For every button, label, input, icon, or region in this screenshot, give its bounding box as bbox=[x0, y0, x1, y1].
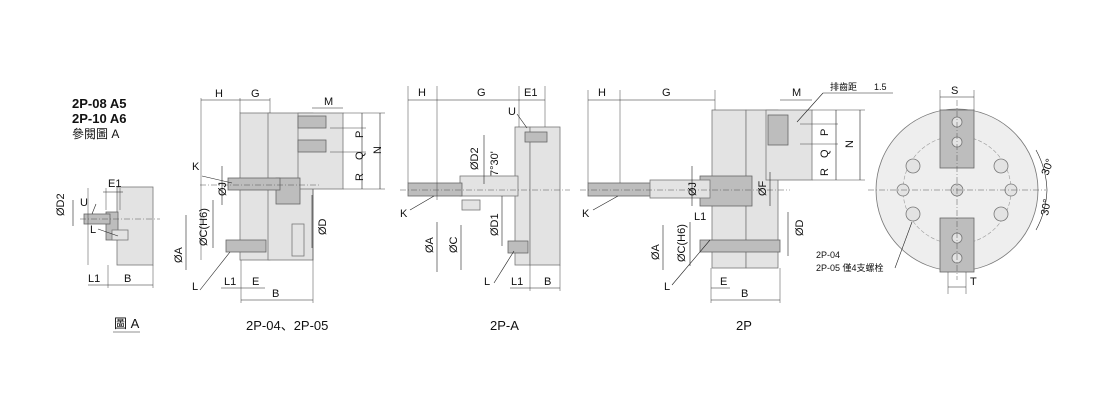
note-line-1: 2P-08 A5 bbox=[72, 96, 126, 111]
label-a: ØA bbox=[173, 246, 185, 263]
label-t: T bbox=[970, 276, 977, 288]
label-k: K bbox=[192, 161, 200, 173]
label-e: E bbox=[720, 276, 727, 288]
label-angle: 7°30' bbox=[489, 151, 501, 176]
label-n: N bbox=[372, 146, 384, 154]
label-h: H bbox=[418, 87, 426, 99]
label-h: H bbox=[215, 88, 223, 100]
label-angle-1: 30° bbox=[1040, 157, 1057, 177]
label-l1: L1 bbox=[224, 276, 236, 288]
label-j: ØJ bbox=[687, 182, 699, 196]
label-u: U bbox=[508, 106, 516, 118]
front-note-line-1: 2P-04 bbox=[816, 250, 840, 260]
label-l: L bbox=[664, 281, 670, 293]
label-d: ØD bbox=[317, 218, 329, 235]
label-u: U bbox=[80, 197, 88, 209]
note-line-3: 參閱圖 A bbox=[72, 126, 119, 141]
label-c: ØC(H6) bbox=[676, 224, 688, 262]
label-e: E bbox=[252, 276, 259, 288]
label-g: G bbox=[477, 87, 486, 99]
label-d2: ØD2 bbox=[469, 147, 481, 170]
label-r: R bbox=[354, 173, 366, 181]
label-j: ØJ bbox=[217, 182, 229, 196]
label-m: M bbox=[324, 96, 333, 108]
label-d2: ØD2 bbox=[55, 193, 67, 216]
label-b: B bbox=[544, 276, 551, 288]
label-c: ØC bbox=[448, 236, 460, 253]
label-b: B bbox=[124, 273, 131, 285]
label-l1: L1 bbox=[511, 276, 523, 288]
label-l: L bbox=[484, 276, 490, 288]
label-b: B bbox=[741, 288, 748, 300]
note-line-2: 2P-10 A6 bbox=[72, 111, 126, 126]
view-2pa-caption: 2P-A bbox=[490, 318, 519, 333]
label-p: P bbox=[354, 131, 366, 138]
view-2p-caption: 2P bbox=[736, 318, 752, 333]
label-r: R bbox=[819, 168, 831, 176]
label-q: Q bbox=[819, 149, 831, 158]
label-q: Q bbox=[354, 151, 366, 160]
label-a: ØA bbox=[650, 243, 662, 260]
label-pitch-value: 1.5 bbox=[874, 82, 887, 92]
label-c: ØC(H6) bbox=[198, 208, 210, 246]
view-2p04-caption: 2P-04、2P-05 bbox=[246, 318, 328, 333]
view-2pa: H G E1 U ØD2 7°30' ØD1 K ØA ØC L L1 B 2P… bbox=[400, 86, 570, 333]
label-l1: L1 bbox=[88, 273, 100, 285]
view-2p04-2p05: H G M P Q N R K ØJ ØC(H6) ØA ØD L L1 E B… bbox=[173, 88, 385, 333]
label-s: S bbox=[951, 85, 958, 97]
front-view: S T 30° 30° 2P-04 2P-05 僅4支螺栓 bbox=[816, 85, 1057, 294]
label-b: B bbox=[272, 288, 279, 300]
label-f: ØF bbox=[757, 180, 769, 196]
label-g: G bbox=[662, 87, 671, 99]
label-a: ØA bbox=[424, 236, 436, 253]
view-2p: H G M 排齒距 1.5 P Q N R K ØJ ØF L1 ØA ØC(H… bbox=[580, 81, 893, 333]
label-e1: E1 bbox=[524, 87, 537, 99]
label-m: M bbox=[792, 87, 801, 99]
label-l: L bbox=[192, 281, 198, 293]
label-d1: ØD1 bbox=[489, 213, 501, 236]
label-l1: L1 bbox=[694, 211, 706, 223]
label-tooth-pitch: 排齒距 bbox=[830, 81, 857, 92]
label-e1: E1 bbox=[108, 178, 121, 190]
front-note-line-2: 2P-05 僅4支螺栓 bbox=[816, 262, 884, 273]
label-n: N bbox=[844, 140, 856, 148]
label-g: G bbox=[251, 88, 260, 100]
label-d: ØD bbox=[794, 219, 806, 236]
figure-a-view: ØD2 E1 U L L1 B 圖 A bbox=[55, 178, 160, 333]
label-h: H bbox=[598, 87, 606, 99]
figure-a-caption: 圖 A bbox=[114, 316, 140, 331]
label-k: K bbox=[582, 208, 590, 220]
label-l: L bbox=[90, 224, 96, 236]
figure-a-note: 2P-08 A5 2P-10 A6 參閱圖 A bbox=[72, 96, 126, 141]
label-k: K bbox=[400, 208, 408, 220]
label-p: P bbox=[819, 129, 831, 136]
label-angle-2: 30° bbox=[1039, 198, 1054, 216]
